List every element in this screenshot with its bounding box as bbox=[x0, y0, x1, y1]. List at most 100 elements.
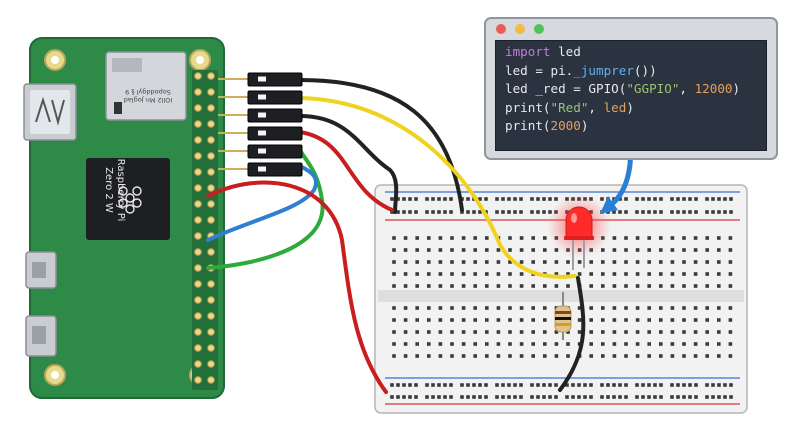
breadboard-hole bbox=[438, 342, 443, 346]
breadboard-hole bbox=[729, 383, 733, 387]
breadboard-hole bbox=[635, 236, 640, 240]
breadboard-hole bbox=[659, 197, 663, 201]
breadboard-hole bbox=[496, 330, 501, 334]
breadboard-hole bbox=[705, 383, 709, 387]
breadboard-hole bbox=[495, 197, 499, 201]
breadboard-hole bbox=[717, 395, 721, 399]
code-token: ) bbox=[580, 118, 589, 134]
breadboard-hole bbox=[554, 330, 559, 334]
breadboard-hole bbox=[496, 260, 501, 264]
breadboard-hole bbox=[542, 395, 546, 399]
breadboard-hole bbox=[635, 284, 640, 288]
breadboard-hole bbox=[427, 248, 431, 252]
breadboard-hole bbox=[601, 318, 605, 322]
breadboard-hole bbox=[508, 330, 512, 334]
breadboard-hole bbox=[450, 342, 454, 346]
breadboard-hole bbox=[392, 236, 396, 240]
gpio-pin bbox=[194, 72, 202, 80]
breadboard-hole bbox=[402, 210, 406, 214]
breadboard-hole bbox=[403, 284, 408, 288]
breadboard-hole bbox=[647, 260, 651, 264]
gpio-pin bbox=[207, 312, 215, 320]
breadboard-hole bbox=[670, 395, 674, 399]
breadboard-hole bbox=[577, 306, 582, 310]
breadboard-hole bbox=[612, 395, 616, 399]
breadboard-hole bbox=[390, 395, 394, 399]
dupont-connector bbox=[247, 162, 303, 177]
breadboard-hole bbox=[670, 342, 675, 346]
gpio-header bbox=[192, 70, 218, 390]
breadboard-hole bbox=[554, 284, 559, 288]
breadboard-hole bbox=[543, 284, 547, 288]
breadboard-hole bbox=[427, 236, 431, 240]
breadboard-hole bbox=[566, 342, 570, 346]
breadboard-hole bbox=[589, 395, 593, 399]
breadboard-hole bbox=[618, 395, 622, 399]
breadboard-hole bbox=[717, 197, 721, 201]
breadboard-hole bbox=[508, 248, 512, 252]
breadboard-hole bbox=[606, 395, 610, 399]
breadboard-hole bbox=[647, 330, 651, 334]
breadboard-hole bbox=[600, 383, 604, 387]
breadboard-hole bbox=[414, 210, 418, 214]
breadboard-hole bbox=[543, 342, 547, 346]
breadboard-hole bbox=[676, 197, 680, 201]
gpio-pin bbox=[194, 104, 202, 112]
gpio-pin bbox=[207, 216, 215, 224]
breadboard-hole bbox=[717, 318, 721, 322]
breadboard-hole bbox=[682, 318, 686, 322]
breadboard-hole bbox=[612, 383, 616, 387]
breadboard-hole bbox=[647, 342, 651, 346]
breadboard-hole bbox=[635, 354, 640, 358]
breadboard-hole bbox=[682, 272, 686, 276]
dupont-connector bbox=[247, 90, 303, 105]
breadboard-hole bbox=[542, 197, 546, 201]
breadboard-hole bbox=[693, 306, 698, 310]
breadboard-hole bbox=[415, 260, 419, 264]
breadboard-hole bbox=[728, 306, 733, 310]
breadboard-hole bbox=[676, 210, 680, 214]
wire-green bbox=[206, 148, 325, 270]
breadboard-hole bbox=[536, 395, 540, 399]
close-window-icon[interactable] bbox=[496, 24, 506, 34]
breadboard-hole bbox=[543, 236, 547, 240]
breadboard-hole bbox=[624, 197, 628, 201]
breadboard-hole bbox=[438, 272, 443, 276]
gpio-pin bbox=[207, 120, 215, 128]
minimize-window-icon[interactable] bbox=[515, 24, 526, 34]
breadboard-hole bbox=[635, 272, 640, 276]
breadboard-hole bbox=[659, 306, 663, 310]
breadboard-hole bbox=[425, 197, 429, 201]
breadboard-hole bbox=[443, 395, 447, 399]
maximize-window-icon[interactable] bbox=[534, 24, 545, 34]
breadboard-hole bbox=[647, 236, 651, 240]
breadboard-hole bbox=[659, 248, 663, 252]
gpio-pin bbox=[207, 72, 215, 80]
breadboard-hole bbox=[659, 318, 663, 322]
raspberry-logo-icon bbox=[118, 186, 142, 214]
breadboard-hole bbox=[414, 197, 418, 201]
breadboard-hole bbox=[431, 197, 435, 201]
breadboard-hole bbox=[519, 284, 524, 288]
gpio-pin bbox=[194, 168, 202, 176]
breadboard-hole bbox=[717, 342, 721, 346]
wire-red bbox=[206, 180, 388, 394]
breadboard-hole bbox=[392, 306, 396, 310]
gpio-pin bbox=[207, 104, 215, 112]
breadboard-hole bbox=[513, 197, 517, 201]
breadboard-hole bbox=[589, 306, 593, 310]
breadboard-hole bbox=[531, 354, 535, 358]
breadboard-hole bbox=[624, 210, 628, 214]
breadboard-hole bbox=[693, 354, 698, 358]
breadboard-hole bbox=[670, 272, 675, 276]
breadboard-hole bbox=[508, 318, 512, 322]
breadboard-hole bbox=[542, 383, 546, 387]
breadboard-hole bbox=[519, 342, 524, 346]
breadboard-hole bbox=[543, 260, 547, 264]
breadboard-hole bbox=[519, 330, 524, 334]
breadboard-hole bbox=[670, 354, 675, 358]
breadboard-hole bbox=[641, 383, 645, 387]
breadboard-hole bbox=[705, 395, 709, 399]
breadboard-hole bbox=[519, 354, 524, 358]
